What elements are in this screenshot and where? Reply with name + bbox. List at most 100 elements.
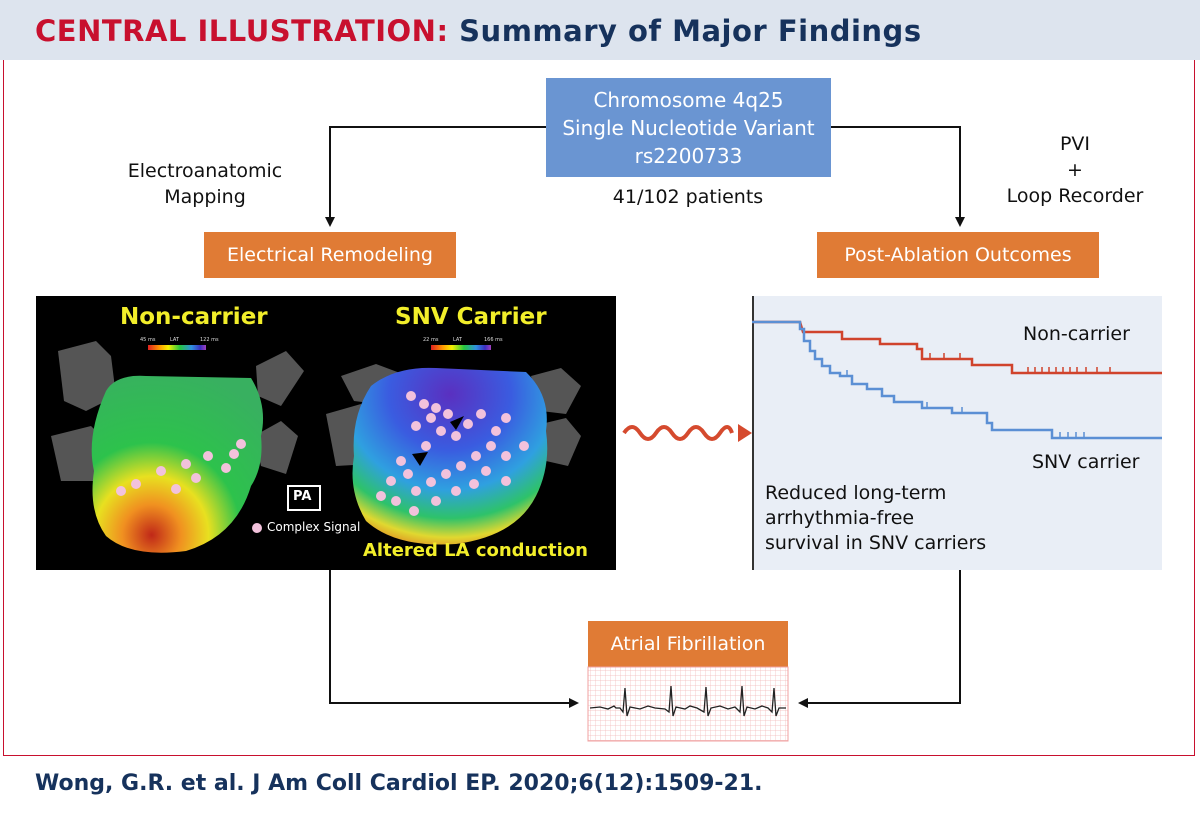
scale-left-max: 122 ms: [200, 337, 219, 343]
complex-signal-dot: [411, 486, 421, 496]
right-method-line-1: PVI: [1059, 133, 1091, 155]
complex-signal-dot: [376, 491, 386, 501]
survival-caption: Reduced long-term arrhythmia-free surviv…: [765, 481, 986, 556]
activation-arrowhead-2: [412, 452, 428, 466]
legend-dot: [252, 523, 262, 533]
connector-left: [325, 126, 546, 227]
carrier-map-title: SNV Carrier: [395, 304, 547, 330]
patient-count: 41/102 patients: [612, 186, 764, 208]
atrial-fibrillation-box: Atrial Fibrillation: [588, 621, 788, 667]
complex-signal-dot: [386, 476, 396, 486]
complex-signal-dot: [501, 413, 511, 423]
complex-signal-legend: Complex Signal: [267, 520, 361, 534]
complex-signal-dot: [469, 479, 479, 489]
survival-panel: Non-carrier SNV carrier Reduced long-ter…: [752, 296, 1162, 570]
complex-signal-dot: [403, 469, 413, 479]
complex-signal-dot: [191, 473, 201, 483]
complex-signal-dot: [431, 403, 441, 413]
noncarrier-censor-ticks: [929, 353, 1111, 373]
carrier-curve-label: SNV carrier: [1032, 451, 1140, 473]
survival-caption-line-3: survival in SNV carriers: [765, 532, 987, 554]
connector-bottom-right: [798, 570, 961, 708]
variant-box: Chromosome 4q25 Single Nucleotide Varian…: [546, 78, 831, 177]
complex-signal-dot: [426, 477, 436, 487]
complex-signal-dot: [396, 456, 406, 466]
citation: Wong, G.R. et al. J Am Coll Cardiol EP. …: [35, 771, 763, 796]
left-method-line-2: Mapping: [164, 186, 246, 208]
connector-bottom-left: [329, 570, 579, 708]
complex-signal-dot: [463, 419, 473, 429]
complex-signal-dot: [203, 451, 213, 461]
complex-signal-dot: [221, 463, 231, 473]
noncarrier-curve: [752, 320, 1162, 375]
complex-signal-dot: [391, 496, 401, 506]
complex-signal-dot: [181, 459, 191, 469]
complex-signal-dot: [409, 506, 419, 516]
header-bar: CENTRAL ILLUSTRATION: Summary of Major F…: [0, 0, 1200, 60]
illustration-frame: [3, 60, 1195, 756]
complex-signal-dot: [491, 426, 501, 436]
connector-right: [831, 126, 965, 227]
complex-signal-dot: [421, 441, 431, 451]
header-title: CENTRAL ILLUSTRATION: Summary of Major F…: [35, 14, 922, 48]
complex-signal-dot: [131, 479, 141, 489]
electroanatomic-map-panel: Non-carrier SNV Carrier 45 ms LAT 122 ms…: [36, 296, 616, 570]
atrial-maps: [51, 341, 581, 553]
noncarrier-atrium: [91, 375, 264, 553]
complex-signal-dot: [441, 469, 451, 479]
complex-signal-dot: [426, 413, 436, 423]
complex-signal-dot: [451, 486, 461, 496]
complex-signal-dot: [476, 409, 486, 419]
right-method-line-3: Loop Recorder: [1006, 185, 1144, 207]
complex-signal-dot: [519, 441, 529, 451]
right-method-line-2: +: [1067, 159, 1083, 181]
scale-left-label: LAT: [170, 337, 179, 343]
variant-line-3: rs2200733: [634, 144, 743, 168]
complex-signal-dot: [411, 421, 421, 431]
complex-signal-dot: [419, 399, 429, 409]
complex-signal-dot: [436, 426, 446, 436]
complex-signal-dots: [116, 391, 529, 516]
header-subtitle: Summary of Major Findings: [459, 14, 922, 48]
survival-caption-line-1: Reduced long-term: [765, 482, 947, 504]
complex-signal-dot: [443, 409, 453, 419]
map-caption: Altered LA conduction: [363, 540, 588, 561]
scale-right-max: 166 ms: [484, 337, 503, 343]
variant-line-1: Chromosome 4q25: [593, 88, 784, 112]
carrier-atrium: [352, 367, 548, 545]
noncarrier-vein-3: [256, 351, 304, 406]
survival-caption-line-2: arrhythmia-free: [765, 507, 915, 529]
pa-label: PA: [293, 489, 312, 504]
carrier-curve: [752, 320, 1162, 440]
post-ablation-outcomes-box: Post-Ablation Outcomes: [817, 232, 1099, 278]
complex-signal-dot: [116, 486, 126, 496]
complex-signal-dot: [229, 449, 239, 459]
pa-box: [287, 485, 321, 511]
noncarrier-curve-label: Non-carrier: [1023, 323, 1130, 345]
noncarrier-vein-1: [58, 341, 116, 411]
carrier-vein-4: [541, 418, 581, 466]
lat-scale-right: [431, 345, 491, 350]
complex-signal-dot: [486, 441, 496, 451]
header-label: CENTRAL ILLUSTRATION:: [35, 14, 449, 48]
complex-signal-dot: [236, 439, 246, 449]
scale-right-min: 22 ms: [423, 337, 439, 343]
noncarrier-map-title: Non-carrier: [120, 304, 268, 330]
left-method-line-1: Electroanatomic: [127, 160, 283, 182]
complex-signal-dot: [156, 466, 166, 476]
complex-signal-dot: [431, 496, 441, 506]
carrier-censor-ticks: [846, 370, 1085, 438]
scale-right-label: LAT: [453, 337, 462, 343]
electrical-remodeling-box: Electrical Remodeling: [204, 232, 456, 278]
complex-signal-dot: [501, 451, 511, 461]
complex-signal-dot: [471, 451, 481, 461]
variant-line-2: Single Nucleotide Variant: [562, 116, 815, 140]
left-method-label: Electroanatomic Mapping: [120, 158, 290, 210]
noncarrier-vein-4: [254, 421, 298, 474]
wavy-arrowhead: [738, 424, 752, 442]
complex-signal-dot: [406, 391, 416, 401]
wavy-arrow: [622, 425, 734, 441]
complex-signal-dot: [501, 476, 511, 486]
complex-signal-dot: [451, 431, 461, 441]
